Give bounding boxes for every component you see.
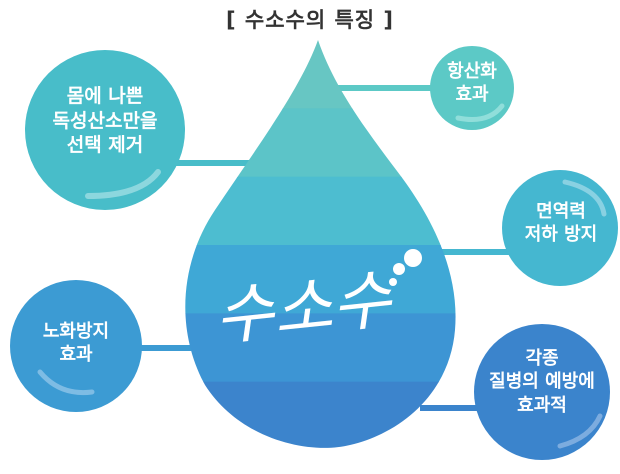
drop-band bbox=[185, 176, 456, 246]
feature-circle-4 bbox=[10, 280, 142, 412]
feature-circle-3 bbox=[502, 170, 618, 286]
feature-circle-1 bbox=[25, 50, 185, 210]
feature-label-2: 항산화 효과 bbox=[447, 61, 497, 106]
drop-band bbox=[185, 40, 456, 110]
diagram-title: [ 수소수의 특징 ] bbox=[225, 8, 395, 32]
bubbles-icon bbox=[389, 249, 422, 286]
drop-band bbox=[185, 108, 456, 178]
drop-band bbox=[185, 381, 456, 448]
feature-label-4: 노화방지 효과 bbox=[42, 321, 110, 366]
feature-circle-2 bbox=[430, 46, 514, 130]
drop-band bbox=[185, 313, 456, 383]
feature-label-3: 면역력 저하 방지 bbox=[524, 201, 598, 246]
feature-circle-5 bbox=[474, 324, 610, 460]
water-drop bbox=[185, 40, 456, 448]
feature-label-1: 몸에 나쁜 독성산소만을 선택 제거 bbox=[52, 85, 158, 157]
feature-label-5: 각종 질병의 예방에 효과적 bbox=[489, 348, 595, 416]
